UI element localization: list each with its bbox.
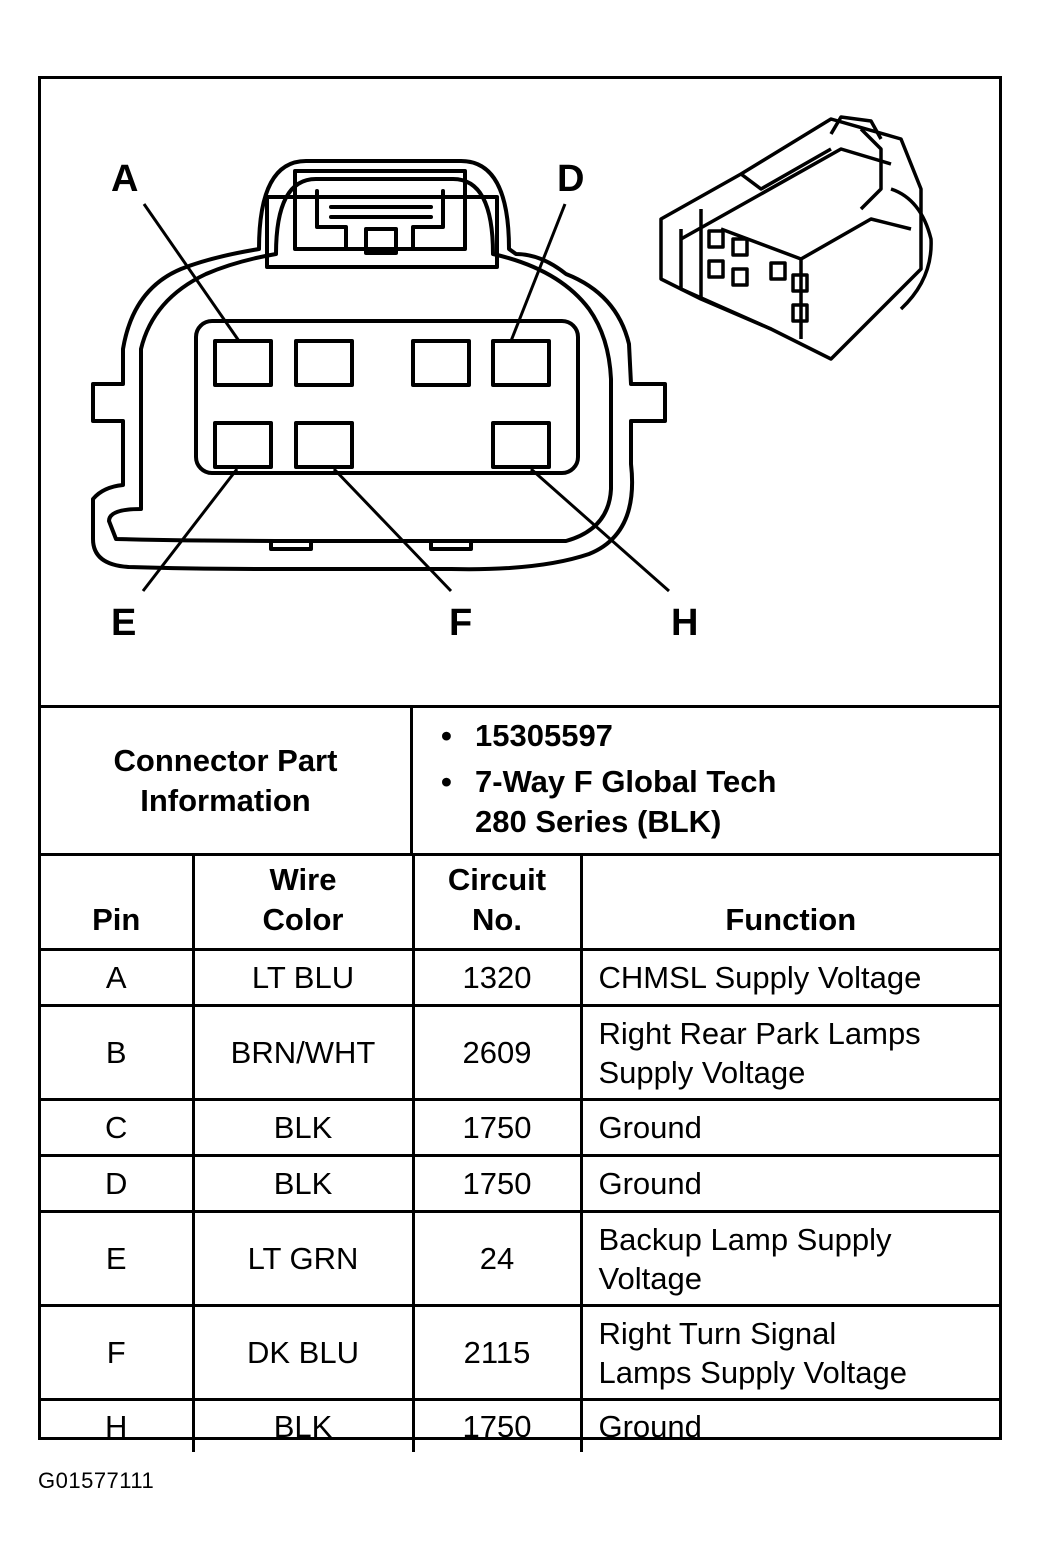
cell-wire: BRN/WHT — [191, 1004, 415, 1101]
connector-face-view: A D E F H — [91, 115, 933, 644]
leader-a — [142, 203, 241, 342]
cell-pin: H — [41, 1398, 195, 1452]
cell-pin: A — [41, 948, 195, 1007]
pin-label-h: H — [671, 602, 698, 644]
housing-outer — [91, 159, 667, 572]
figure-frame: A D E F H — [38, 76, 1002, 1452]
cell-function: Ground — [579, 1154, 999, 1213]
latch-tab — [315, 189, 445, 251]
cell-pin: B — [41, 1004, 195, 1101]
cavity-a — [213, 339, 273, 387]
cell-wire: DK BLU — [191, 1304, 415, 1401]
cavity-b — [294, 339, 354, 387]
pin-label-f: F — [449, 602, 472, 644]
cavity-f — [294, 421, 354, 469]
cavity-d — [491, 339, 551, 387]
header-function: Function — [579, 854, 999, 951]
connector-info-row: Connector Part Information 15305597 7-Wa… — [41, 705, 999, 853]
cell-circuit: 2115 — [411, 1304, 583, 1401]
info-item-part-number: 15305597 — [441, 716, 999, 756]
table-row: H BLK 1750 Ground — [41, 1398, 999, 1452]
cell-circuit: 1750 — [411, 1154, 583, 1213]
latch-outer — [293, 169, 467, 251]
info-item-description: 7-Way F Global Tech 280 Series (BLK) — [441, 762, 999, 842]
connector-isometric-view — [659, 115, 933, 361]
cell-wire: LT GRN — [191, 1210, 415, 1307]
cavity-area — [194, 319, 580, 475]
pin-label-a: A — [111, 158, 138, 200]
pin-label-d: D — [557, 158, 584, 200]
cavity-c — [411, 339, 471, 387]
connector-info-list: 15305597 7-Way F Global Tech 280 Series … — [413, 708, 999, 853]
cavity-e — [213, 421, 273, 469]
leader-e — [141, 468, 239, 592]
table-row: A LT BLU 1320 CHMSL Supply Voltage — [41, 948, 999, 1007]
cell-pin: E — [41, 1210, 195, 1307]
cell-circuit: 24 — [411, 1210, 583, 1307]
housing-inner — [107, 177, 613, 543]
pin-label-e: E — [111, 602, 136, 644]
leader-f — [332, 467, 453, 593]
cell-circuit: 1750 — [411, 1398, 583, 1452]
cell-pin: F — [41, 1304, 195, 1401]
cell-pin: D — [41, 1154, 195, 1213]
cell-function: CHMSL Supply Voltage — [579, 948, 999, 1007]
latch-base — [265, 195, 499, 269]
cell-wire: BLK — [191, 1398, 415, 1452]
cell-wire: BLK — [191, 1154, 415, 1213]
cell-wire: BLK — [191, 1098, 415, 1157]
table-row: C BLK 1750 Ground — [41, 1098, 999, 1157]
leader-d — [509, 203, 567, 342]
cell-wire: LT BLU — [191, 948, 415, 1007]
cavity-h — [491, 421, 551, 469]
cell-function: Ground — [579, 1398, 999, 1452]
cell-circuit: 1750 — [411, 1098, 583, 1157]
table-row: D BLK 1750 Ground — [41, 1154, 999, 1213]
cell-circuit: 1320 — [411, 948, 583, 1007]
info-label-line1: Connector Part — [113, 742, 338, 778]
cell-function: Ground — [579, 1098, 999, 1157]
connector-info-label: Connector Part Information — [41, 708, 413, 853]
figure-id: G01577111 — [38, 1468, 155, 1493]
info-label-line2: Information — [140, 782, 311, 818]
leader-h — [530, 467, 670, 593]
cell-pin: C — [41, 1098, 195, 1157]
connector-diagram: A D E F H — [41, 79, 999, 705]
header-pin: Pin — [41, 854, 195, 951]
cell-circuit: 2609 — [411, 1004, 583, 1101]
